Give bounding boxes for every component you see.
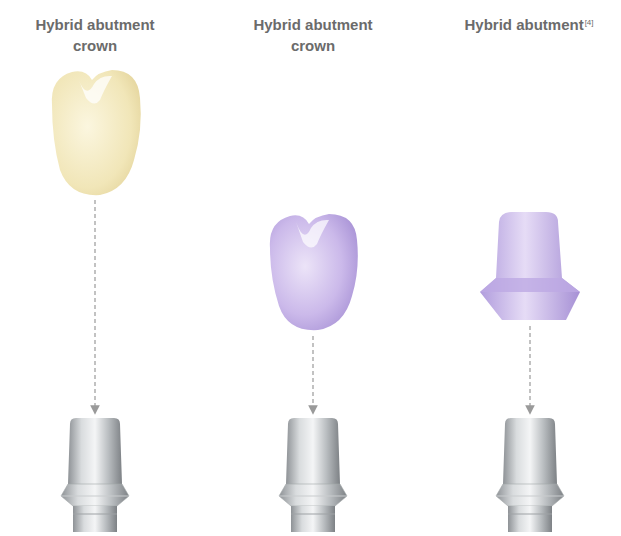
column-heading: Hybrid abutment crown xyxy=(238,14,388,56)
heading-text: Hybrid abutment crown xyxy=(253,16,372,54)
reference-number: [4] xyxy=(585,18,594,27)
column-heading: Hybrid abutment[4] xyxy=(441,14,617,35)
heading-text: Hybrid abutment xyxy=(464,16,583,33)
column-heading: Hybrid abutment crown xyxy=(20,14,170,56)
heading-text: Hybrid abutment crown xyxy=(35,16,154,54)
